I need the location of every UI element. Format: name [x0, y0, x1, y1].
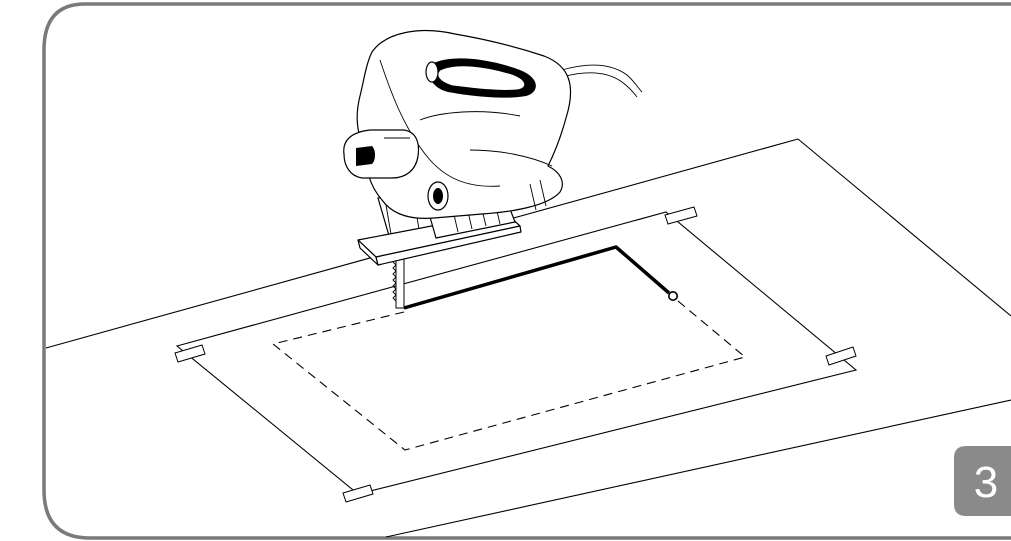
template-sheet-icon [175, 211, 858, 495]
masking-tape-icon [174, 206, 857, 503]
illustration-frame [42, 2, 1011, 540]
completed-cut-line [403, 245, 671, 310]
step-number-badge: 3 [954, 446, 1011, 516]
dashed-cut-guideline [271, 295, 747, 451]
step-number: 3 [974, 458, 998, 507]
jigsaw-icon [343, 29, 643, 309]
cut-end-marker [667, 290, 678, 301]
